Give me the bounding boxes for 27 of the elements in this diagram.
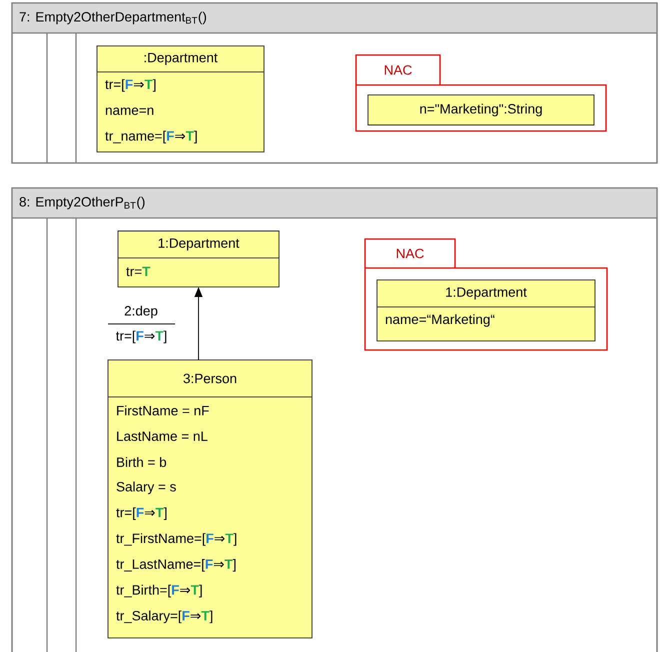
- attribute-text: name=“Marketing“: [386, 314, 494, 327]
- nac-tab: NAC: [364, 238, 456, 268]
- class-box: [108, 360, 312, 638]
- edge-label: 2:dep: [124, 306, 158, 318]
- class-name: 1:Department: [446, 287, 527, 300]
- attribute-text: tr_Salary=[F⇒T]: [116, 610, 212, 624]
- class-box: [118, 230, 280, 288]
- attribute-text: tr=[F⇒T]: [116, 507, 166, 520]
- attribute-text: tr=T: [126, 266, 150, 276]
- class-box: [376, 280, 596, 342]
- value-box: n="Marketing":String: [368, 94, 594, 126]
- attribute-text: tr_FirstName=[F⇒T]: [116, 533, 236, 546]
- nac-tab: NAC: [355, 54, 441, 85]
- attribute-text: LastName = nL: [117, 432, 208, 441]
- attribute-text: tr_name=[F⇒T]: [105, 130, 197, 144]
- class-box: [96, 46, 264, 152]
- attribute-text: tr_LastName=[F⇒T]: [116, 559, 236, 572]
- attribute-text: tr_Birth=[F⇒T]: [116, 584, 202, 598]
- attribute-text: Salary = s: [116, 482, 176, 494]
- attribute-text: name=n: [106, 108, 154, 115]
- attribute-text: tr=[F⇒T]: [105, 79, 156, 92]
- attribute-text: FirstName = nF: [117, 406, 209, 416]
- association-attribute: tr=[F⇒T]: [116, 330, 166, 344]
- class-name: 3:Person: [184, 374, 236, 384]
- class-name: :Department: [144, 52, 218, 66]
- attribute-text: Birth = b: [117, 457, 166, 468]
- class-name: 1:Department: [158, 238, 240, 251]
